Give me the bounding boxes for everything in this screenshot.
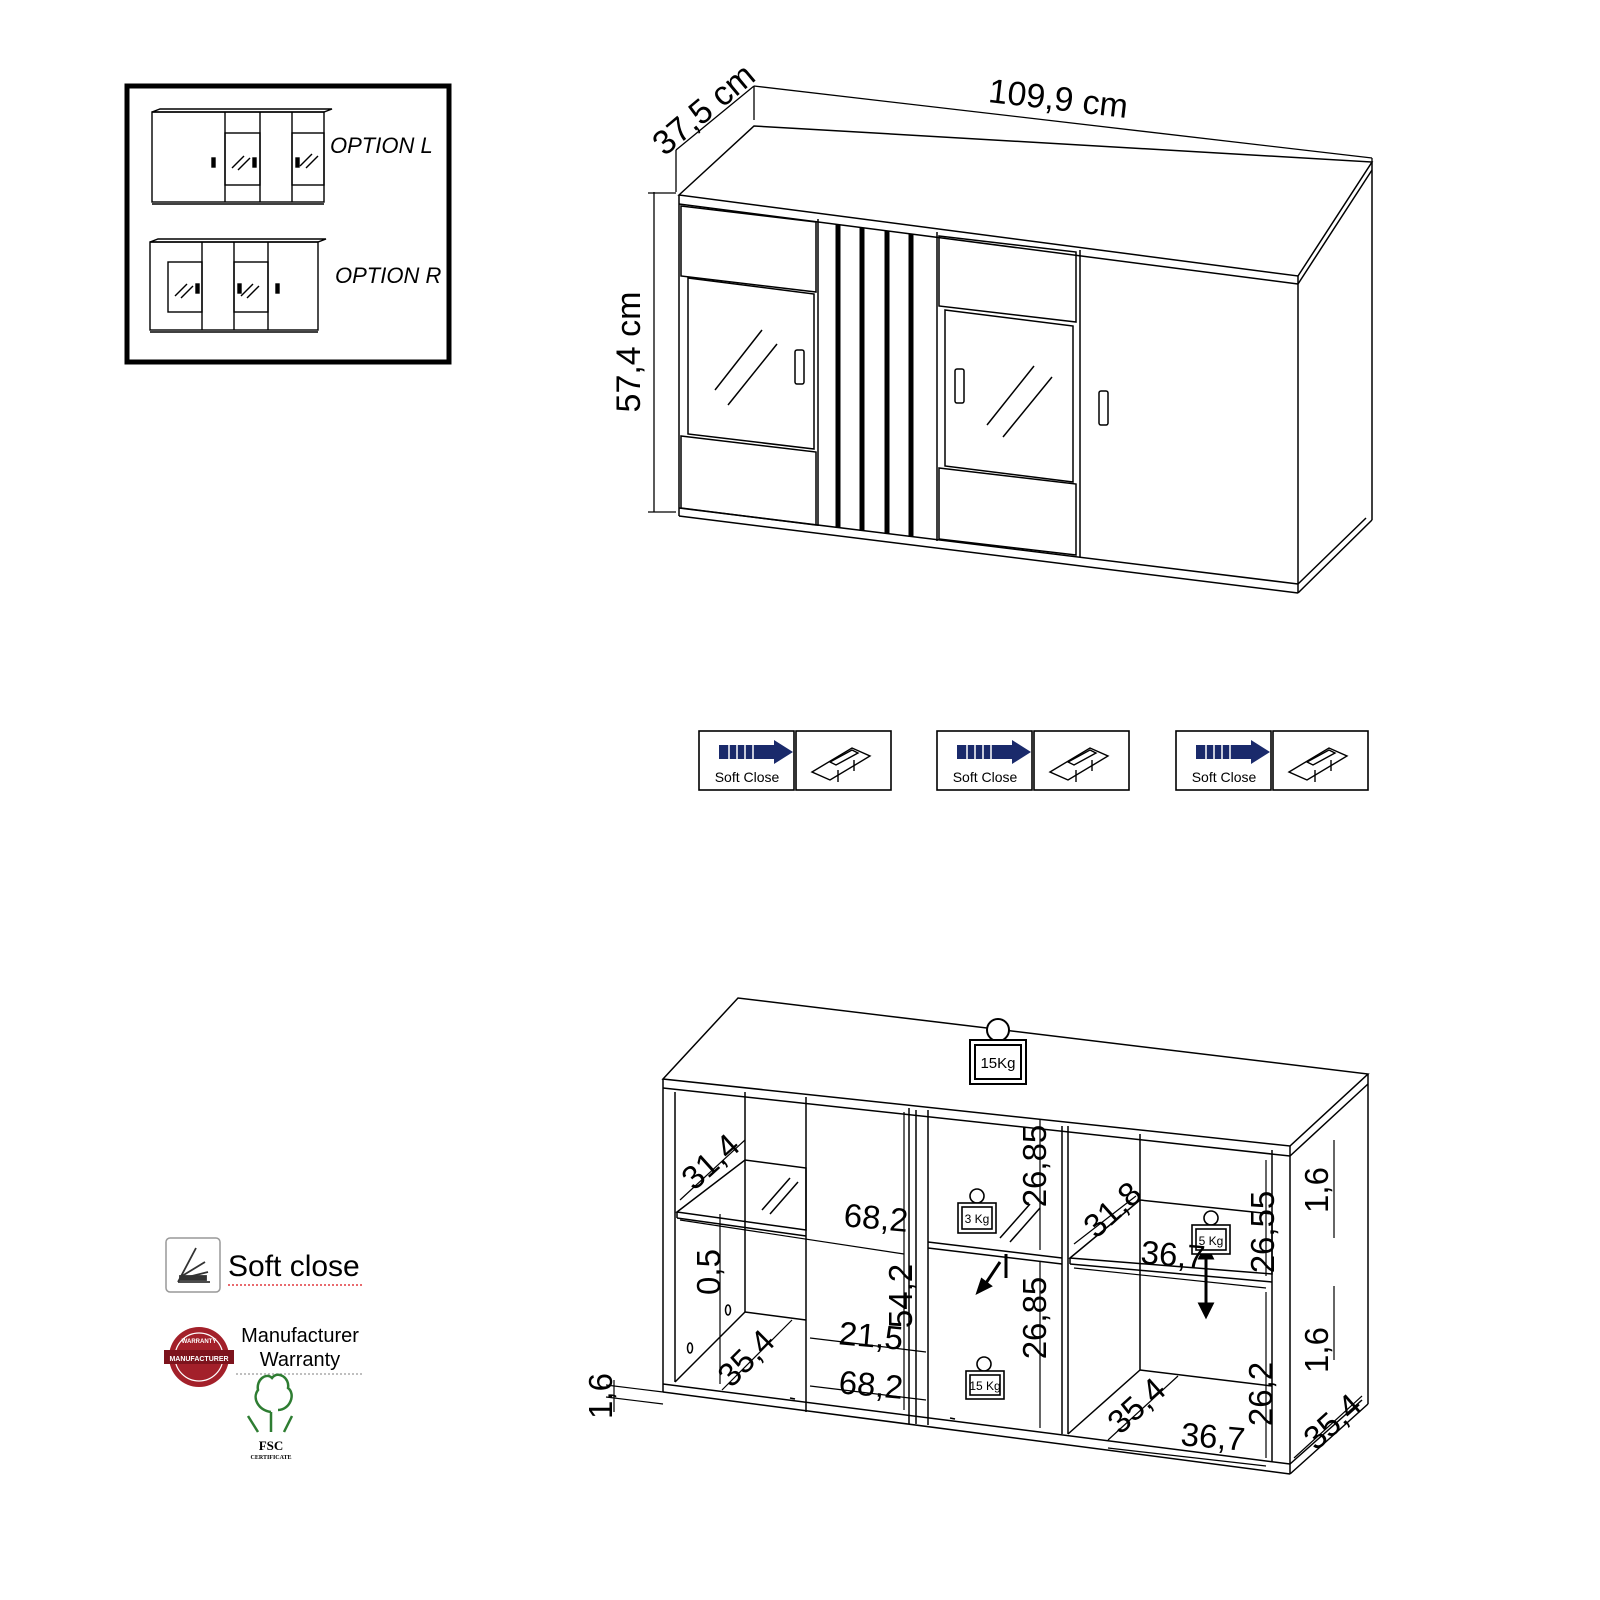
warranty-line1: Manufacturer [241,1325,359,1347]
dim-68-2-bottom: 68,2 [837,1363,904,1405]
interior-dimension-labels: 31,4 68,2 0,5 54,2 26,85 26,85 31,8 36,7… [582,1125,1369,1458]
option-r-label: OPTION R [335,263,441,288]
dim-21-5: 21,5 [837,1314,904,1356]
soft-close-label-2: Soft Close [953,769,1018,785]
dim-26-85-bottom: 26,85 [1016,1277,1053,1360]
warranty-seal-band: MANUFACTURER [169,1356,228,1363]
fsc-text: FSC [259,1438,284,1453]
weight-icon-shelf-mid-lower [965,1356,1005,1400]
option-l-label: OPTION L [330,133,433,158]
weight-icon-shelf-right [1191,1210,1231,1255]
warranty-seal-icon: MANUFACTURER WARRANTY [164,1327,234,1387]
soft-close-label-3: Soft Close [1192,769,1257,785]
dim-26-85-top: 26,85 [1016,1125,1053,1208]
soft-close-hardware-2: Soft Close [936,730,1130,791]
load-limit-top: 15Kg [980,1055,1015,1072]
soft-close-badge-icon [177,1247,210,1283]
interior-dimension-lines [605,1112,1363,1467]
dim-54-2: 54,2 [882,1264,919,1328]
shelf-pull-arrow-icon [975,1254,1008,1295]
dim-1-6-right-bottom: 1,6 [1298,1327,1335,1373]
dim-1-6-right-top: 1,6 [1298,1167,1335,1213]
cabinet-front-view [677,125,1374,594]
dim-35-4-left: 35,4 [710,1322,782,1394]
soft-close-arrow-icon [957,740,1031,764]
hinge-icon [1048,747,1110,782]
fsc-sub-text: CERTIFICATE [250,1455,291,1461]
soft-close-badge: Soft close [165,1237,362,1293]
load-limit-shelf-mid-lower: 15 Kg [969,1379,1000,1393]
soft-close-arrow-icon [719,740,793,764]
soft-close-hardware-3: Soft Close [1175,730,1369,791]
overall-dimension-lines [648,85,1373,513]
hinge-icon [810,747,872,782]
dim-68-2-top: 68,2 [842,1196,909,1238]
weight-icon-shelf-mid-upper [957,1188,997,1234]
hinge-icon [1287,747,1349,782]
fsc-tree-icon [246,1373,294,1433]
dim-0-5: 0,5 [690,1249,727,1295]
weight-icon-top [969,1018,1027,1085]
soft-close-arrow-icon [1196,740,1270,764]
dim-26-55: 26,55 [1244,1191,1281,1274]
fsc-badge: FSC CERTIFICATE [246,1373,294,1461]
dim-35-4-mid: 35,4 [1100,1370,1172,1440]
load-limit-shelf-mid-upper: 3 Kg [965,1212,990,1226]
dim-36-7-top: 36,7 [1139,1233,1206,1275]
option-r-thumbnail [149,238,327,333]
warranty-line2: Warranty [260,1349,340,1371]
height-dimension: 57,4 cm [610,292,648,413]
dim-31-4: 31,4 [674,1126,746,1196]
warranty-seal-top: WARRANTY [182,1339,217,1345]
option-l-thumbnail [151,108,333,205]
dim-1-6-left: 1,6 [582,1373,619,1419]
dim-36-7-bottom: 36,7 [1179,1415,1246,1457]
soft-close-badge-text: Soft close [228,1250,360,1283]
load-limit-shelf-right: 5 Kg [1199,1234,1224,1248]
soft-close-hardware-1: Soft Close [698,730,892,791]
dim-26-2: 26,2 [1242,1362,1279,1426]
option-box: OPTION L OPTION R [124,83,452,365]
soft-close-label-1: Soft Close [715,769,780,785]
width-dimension: 109,9 cm [987,72,1130,126]
warranty-badge: MANUFACTURER WARRANTY Manufacturer Warra… [164,1325,364,1387]
